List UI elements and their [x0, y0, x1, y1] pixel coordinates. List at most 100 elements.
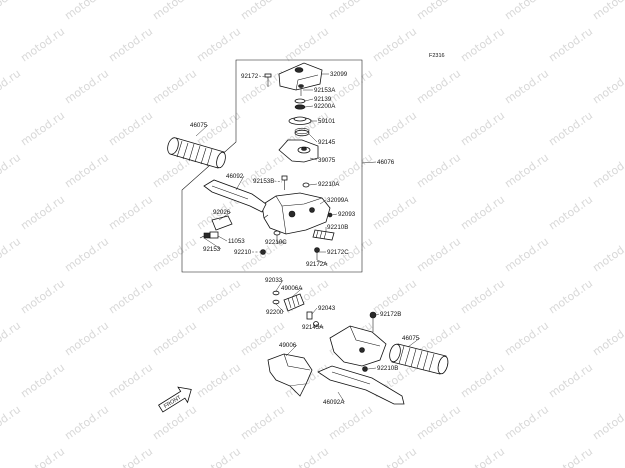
ring-92210C	[273, 230, 281, 242]
leader-line-49006	[285, 344, 298, 357]
part-label-92172A: 92172A	[306, 261, 328, 268]
part-label-92210C: 92210C	[265, 239, 287, 246]
watermark-text: motod.ru	[238, 319, 287, 359]
clutch-lever-46092A	[317, 365, 405, 405]
bracket-11053	[209, 231, 219, 239]
watermark-text: motod.ru	[0, 0, 23, 22]
watermark-text: motod.ru	[590, 403, 625, 443]
part-label-46075b: 46075	[402, 335, 420, 342]
watermark-text: motod.ru	[0, 319, 23, 359]
part-label-92200A: 92200A	[314, 103, 336, 110]
watermark-text: motod.ru	[502, 151, 551, 191]
brake-lever-46092	[203, 179, 267, 213]
watermark-text: motod.ru	[150, 403, 199, 443]
watermark-text: motod.ru	[326, 403, 375, 443]
watermark-text: motod.ru	[0, 235, 23, 275]
watermark-text: motod.ru	[458, 277, 507, 317]
assembly-frame	[181, 59, 363, 273]
watermark-text: motod.ru	[590, 235, 625, 275]
watermark-text: motod.ru	[0, 67, 23, 107]
part-label-32099: 32099	[330, 71, 348, 78]
watermark-text: motod.ru	[106, 361, 155, 401]
clutch-holder	[329, 325, 387, 367]
watermark-text: motod.ru	[194, 25, 243, 65]
grip-46075-upper	[167, 137, 226, 169]
screw-92093	[327, 212, 333, 218]
leader-line-92172A	[316, 259, 328, 265]
watermark-text: motod.ru	[106, 193, 155, 233]
leader-line-92145	[308, 133, 318, 143]
leader-lines	[195, 73, 421, 403]
screw-92172	[264, 73, 272, 87]
watermark-text: motod.ru	[546, 193, 595, 233]
watermark-text: motod.ru	[546, 277, 595, 317]
part-label-92210b2: 92210B	[377, 365, 398, 372]
ring-92210B-lower	[362, 366, 368, 372]
watermark-text: motod.ru	[62, 0, 111, 22]
throttle-cover	[278, 62, 323, 91]
watermark-text: motod.ru	[590, 0, 625, 22]
part-label-46092: 46092	[226, 173, 244, 180]
leader-line-46076	[361, 161, 377, 164]
part-label-92200: 92200	[266, 309, 284, 316]
watermark-text: motod.ru	[414, 235, 463, 275]
watermark-text: motod.ru	[194, 445, 243, 468]
ring-92210	[260, 249, 266, 255]
washer-92033	[272, 290, 280, 296]
ring-92200	[272, 299, 280, 305]
watermark-text: motod.ru	[502, 403, 551, 443]
watermark-text: motod.ru	[238, 0, 287, 22]
pin-92043	[306, 311, 313, 320]
leader-line-46075b	[407, 337, 421, 348]
switch-49006	[267, 353, 313, 397]
spring-92145	[294, 127, 310, 137]
watermark-text: motod.ru	[194, 361, 243, 401]
watermark-text: motod.ru	[0, 151, 23, 191]
watermark-text: motod.ru	[546, 445, 595, 468]
part-label-46075a: 46075	[190, 122, 208, 129]
leader-line-92200A	[304, 105, 314, 108]
watermark-text: motod.ru	[370, 109, 419, 149]
leader-line-92093	[331, 213, 338, 216]
leader-line-92043	[311, 307, 318, 315]
watermark-text: motod.ru	[18, 361, 67, 401]
part-label-92145: 92145	[318, 139, 336, 146]
leader-line-92172B	[375, 313, 380, 316]
part-label-92026: 92026	[213, 209, 231, 216]
bolt-92153A	[298, 84, 304, 96]
part-label-92153: 92153	[203, 246, 221, 253]
watermark-text: motod.ru	[62, 403, 111, 443]
part-label-92093: 92093	[338, 211, 356, 218]
watermark-text: motod.ru	[326, 0, 375, 22]
watermark-text: motod.ru	[590, 151, 625, 191]
watermark-text: motod.ru	[150, 67, 199, 107]
leader-line-39075	[309, 157, 318, 161]
watermark-text: motod.ru	[18, 109, 67, 149]
part-label-92172B: 92172B	[380, 311, 401, 318]
watermark-text: motod.ru	[458, 25, 507, 65]
part-label-92153B: 92153B	[253, 178, 274, 185]
watermark-text: motod.ru	[502, 67, 551, 107]
watermark-text: motod.ru	[106, 109, 155, 149]
watermark-text: motod.ru	[370, 445, 419, 468]
leader-line-92033	[275, 279, 284, 292]
leader-line-92145A	[313, 324, 324, 328]
part-label-49006A: 49006A	[281, 285, 303, 292]
washers-92139	[294, 98, 306, 110]
watermark-text: motod.ru	[590, 319, 625, 359]
watermark-text: motod.ru	[194, 277, 243, 317]
watermark-text: motod.ru	[150, 319, 199, 359]
watermark-text: motod.ru	[414, 67, 463, 107]
leader-line-49006A	[291, 287, 303, 298]
leader-line-92172	[258, 75, 266, 78]
leader-line-46092A	[337, 391, 345, 403]
watermark-text: motod.ru	[106, 25, 155, 65]
watermark-text: motod.ru	[106, 277, 155, 317]
part-label-92145A: 92145A	[302, 324, 324, 331]
part-label-92153A: 92153A	[314, 87, 336, 94]
leader-line-92200	[275, 303, 285, 313]
watermark-text: motod.ru	[106, 445, 155, 468]
watermark-text: motod.ru	[370, 25, 419, 65]
